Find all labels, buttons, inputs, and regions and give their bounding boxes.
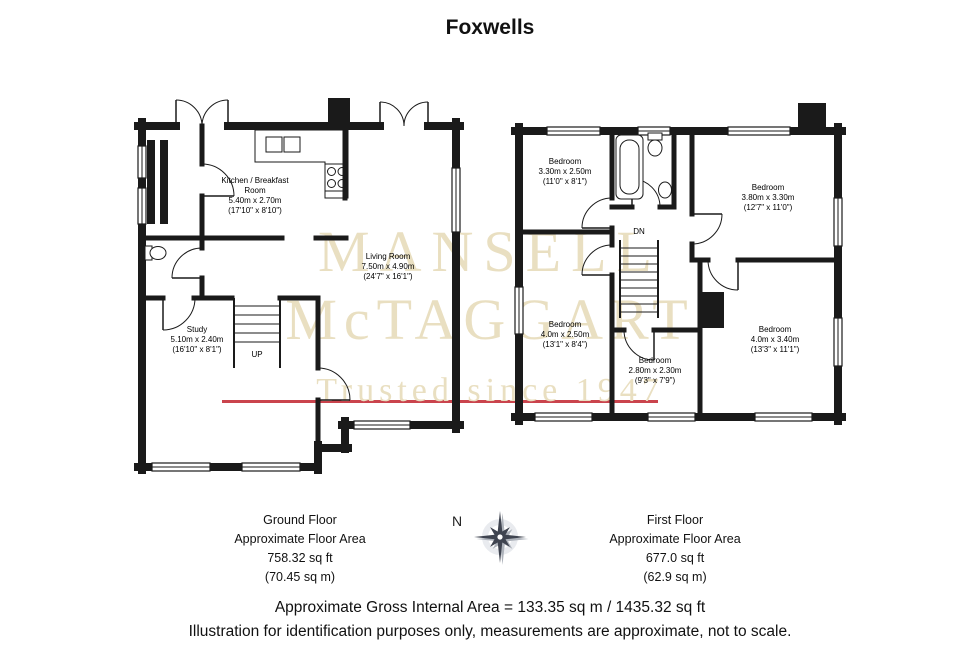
gf-french-doors <box>175 99 429 127</box>
room-label-bedroom-bottom-middle: Bedroom 2.80m x 2.30m (9'3" x 7'9") <box>613 356 697 386</box>
gf-chimney <box>328 98 350 130</box>
gross-internal-area-text: Approximate Gross Internal Area = 133.35… <box>274 599 706 616</box>
stairs-up-label: UP <box>251 350 263 359</box>
ff-stairs <box>619 240 659 318</box>
compass-hub <box>496 533 504 541</box>
room-label-living-room: Living Room 7.50m x 4.90m (24'7" x 16'1"… <box>336 252 440 282</box>
ff-outer-walls <box>511 103 846 425</box>
gf-door-arcs <box>162 163 351 401</box>
ground-floor-plan <box>134 98 464 474</box>
floor-area-sqft: 758.32 sq ft <box>267 551 333 565</box>
gf-stairs <box>233 298 281 368</box>
compass-north-label: N <box>452 513 463 529</box>
room-name: Bedroom <box>751 183 785 192</box>
gf-porch-glazing <box>147 140 168 224</box>
room-label-bedroom-mid-left: Bedroom 4.0m x 2.50m (13'1" x 8'4") <box>523 320 607 350</box>
room-label-bedroom-bottom-right: Bedroom 4.0m x 3.40m (13'3" x 11'1") <box>733 325 817 355</box>
first-floor-summary: First Floor Approximate Floor Area 677.0… <box>560 511 790 587</box>
floor-name: First Floor <box>646 513 704 527</box>
floor-area-sqm: (70.45 sq m) <box>264 570 336 584</box>
room-name: Study <box>186 325 208 334</box>
watermark-tagline: Trusted since 1947 <box>316 372 664 409</box>
gf-kitchen-counter-icon <box>254 129 349 199</box>
watermark-red-rule <box>222 400 658 403</box>
ground-floor-summary: Ground Floor Approximate Floor Area 758.… <box>185 511 415 587</box>
room-dim-metric: 4.0m x 3.40m <box>750 335 800 344</box>
gf-windows <box>137 145 461 472</box>
disclaimer-text: Illustration for identification purposes… <box>188 623 792 640</box>
room-dim-metric: 3.80m x 3.30m <box>741 193 795 202</box>
bathroom-basin-icon <box>658 181 672 199</box>
floor-name: Ground Floor <box>263 513 337 527</box>
room-dim-metric: 4.0m x 2.50m <box>540 330 590 339</box>
floor-area-sqm: (62.9 sq m) <box>643 570 707 584</box>
room-dim-metric: 5.40m x 2.70m <box>228 196 282 205</box>
gf-outer-walls <box>134 98 464 474</box>
room-dim-imperial: (24'7" x 16'1") <box>363 272 413 281</box>
room-dim-imperial: (13'3" x 11'1") <box>750 345 800 354</box>
room-dim-metric: 7.50m x 4.90m <box>361 262 415 271</box>
room-dim-imperial: (11'0" x 8'1") <box>542 177 588 186</box>
room-name: Bedroom <box>758 325 792 334</box>
ff-chimney-breast <box>702 292 724 328</box>
room-dim-imperial: (13'1" x 8'4") <box>542 340 588 349</box>
room-label-study: Study 5.10m x 2.40m (16'10" x 8'1") <box>145 325 249 355</box>
kitchen-hob-icon <box>324 163 349 192</box>
room-dim-metric: 5.10m x 2.40m <box>170 335 224 344</box>
room-dim-metric: 2.80m x 2.30m <box>628 366 682 375</box>
room-label-bedroom-top-right: Bedroom 3.80m x 3.30m (12'7" x 11'0") <box>726 183 810 213</box>
kitchen-sink-icon <box>265 136 301 153</box>
bathroom-toilet-icon <box>647 132 663 157</box>
room-dim-imperial: (12'7" x 11'0") <box>743 203 793 212</box>
room-name: Living Room <box>365 252 411 261</box>
page-title: Foxwells <box>445 16 535 39</box>
room-label-bedroom-top-left: Bedroom 3.30m x 2.50m (11'0" x 8'1") <box>523 157 607 187</box>
room-dim-imperial: (9'3" x 7'9") <box>634 376 676 385</box>
ff-windows <box>514 126 843 422</box>
room-dim-imperial: (17'10" x 8'10") <box>228 206 282 215</box>
ff-chimney-top <box>798 103 826 133</box>
first-floor-plan <box>511 103 846 425</box>
stairs-down-label: DN <box>633 227 645 236</box>
ff-interior-walls <box>516 128 841 420</box>
room-label-kitchen: Kitchen / Breakfast Room 5.40m x 2.70m (… <box>212 176 298 216</box>
room-dim-imperial: (16'10" x 8'1") <box>172 345 222 354</box>
room-dim-metric: 3.30m x 2.50m <box>538 167 592 176</box>
floor-area-label: Approximate Floor Area <box>609 532 741 546</box>
room-name: Bedroom <box>548 320 582 329</box>
room-name: Bedroom <box>638 356 672 365</box>
floor-area-label: Approximate Floor Area <box>234 532 366 546</box>
room-name: Bedroom <box>548 157 582 166</box>
floor-area-sqft: 677.0 sq ft <box>645 551 705 565</box>
bathtub-icon <box>615 134 644 200</box>
gf-interior-walls <box>139 123 349 451</box>
room-name: Kitchen / Breakfast Room <box>221 176 289 195</box>
ff-bathroom-fixtures <box>615 132 672 200</box>
compass-rose <box>474 511 529 565</box>
gf-wc-toilet-icon <box>144 245 167 261</box>
